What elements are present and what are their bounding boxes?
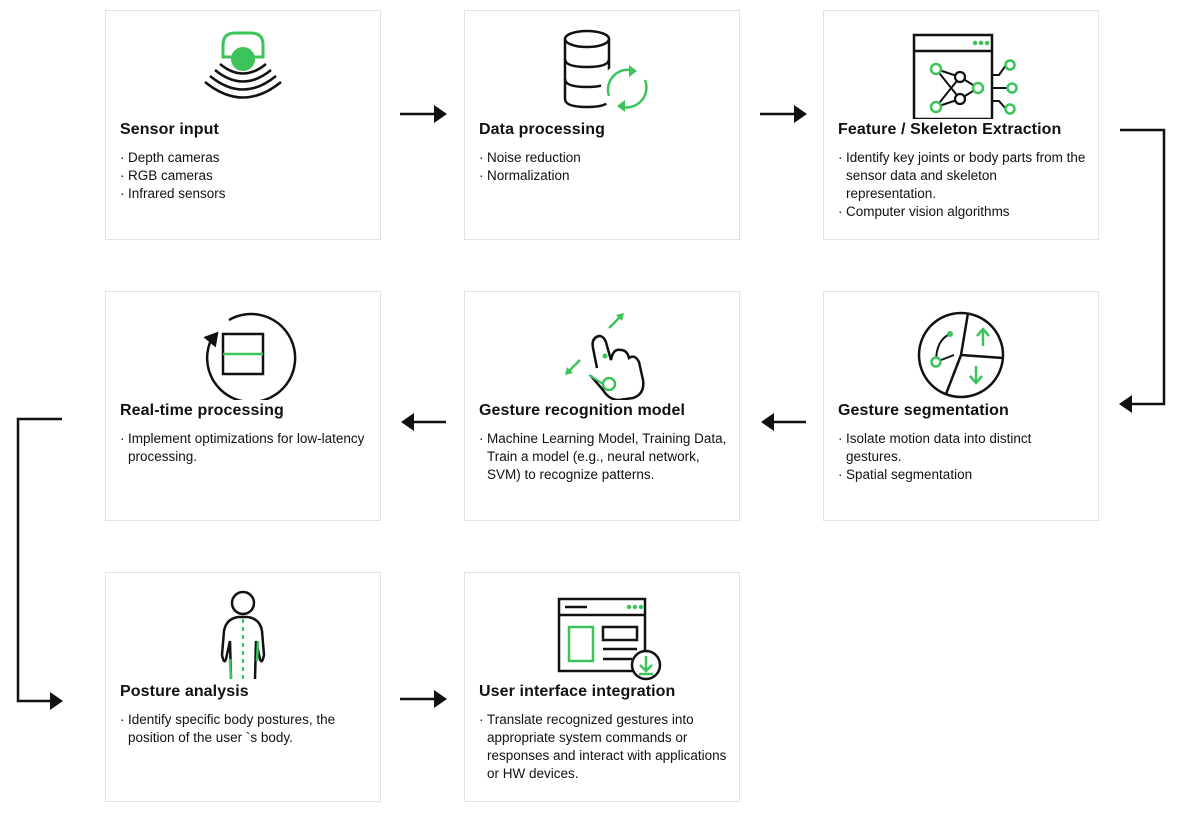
bullet-item: Spatial segmentation xyxy=(838,466,1086,484)
step-card-feature-extraction: Feature / Skeleton Extraction Identify k… xyxy=(823,10,1099,240)
arrow-realtime-to-posture xyxy=(16,417,62,703)
step-title: Posture analysis xyxy=(120,683,249,700)
step-title: User interface integration xyxy=(479,683,676,700)
step-bullets: Isolate motion data into distinct gestur… xyxy=(838,430,1086,484)
arrow-feature-to-segmentation xyxy=(1120,128,1166,406)
step-title: Feature / Skeleton Extraction xyxy=(838,121,1062,138)
realtime-refresh-icon xyxy=(203,312,297,400)
bullet-item: Implement optimizations for low-latency … xyxy=(120,430,368,466)
step-card-posture-analysis: Posture analysis Identify specific body … xyxy=(105,572,381,802)
bullet-item: RGB cameras xyxy=(120,167,368,185)
step-bullets: Implement optimizations for low-latency … xyxy=(120,430,368,466)
step-card-gesture-segmentation: Gesture segmentation Isolate motion data… xyxy=(823,291,1099,521)
step-card-sensor-input: Sensor input Depth cameras RGB cameras I… xyxy=(105,10,381,240)
bullet-item: Depth cameras xyxy=(120,149,368,167)
bullet-item: Translate recognized gestures into appro… xyxy=(479,711,727,783)
ui-window-download-icon xyxy=(557,597,662,681)
step-title: Data processing xyxy=(479,121,605,138)
step-title: Gesture segmentation xyxy=(838,402,1009,419)
bullet-item: Isolate motion data into distinct gestur… xyxy=(838,430,1086,466)
step-bullets: Noise reduction Normalization xyxy=(479,149,727,185)
step-card-data-processing: Data processing Noise reduction Normaliz… xyxy=(464,10,740,240)
step-bullets: Identify key joints or body parts from t… xyxy=(838,149,1086,221)
hand-gesture-icon xyxy=(565,313,645,400)
network-window-icon xyxy=(912,33,1018,119)
posture-body-icon xyxy=(220,590,266,680)
bullet-item: Machine Learning Model, Training Data, T… xyxy=(479,430,727,484)
step-title: Sensor input xyxy=(120,121,219,138)
sensor-icon xyxy=(204,31,282,99)
step-bullets: Translate recognized gestures into appro… xyxy=(479,711,727,783)
database-sync-icon xyxy=(563,29,653,114)
step-bullets: Depth cameras RGB cameras Infrared senso… xyxy=(120,149,368,203)
bullet-item: Identify key joints or body parts from t… xyxy=(838,149,1086,203)
bullet-item: Noise reduction xyxy=(479,149,727,167)
step-title: Real-time processing xyxy=(120,402,284,419)
step-title: Gesture recognition model xyxy=(479,402,686,419)
bullet-item: Identify specific body postures, the pos… xyxy=(120,711,368,747)
bullet-item: Computer vision algorithms xyxy=(838,203,1086,221)
pie-segment-icon xyxy=(917,311,1005,399)
step-card-gesture-recognition: Gesture recognition model Machine Learni… xyxy=(464,291,740,521)
bullet-item: Normalization xyxy=(479,167,727,185)
step-bullets: Identify specific body postures, the pos… xyxy=(120,711,368,747)
bullet-item: Infrared sensors xyxy=(120,185,368,203)
step-card-realtime-processing: Real-time processing Implement optimizat… xyxy=(105,291,381,521)
step-bullets: Machine Learning Model, Training Data, T… xyxy=(479,430,727,484)
step-card-ui-integration: User interface integration Translate rec… xyxy=(464,572,740,802)
